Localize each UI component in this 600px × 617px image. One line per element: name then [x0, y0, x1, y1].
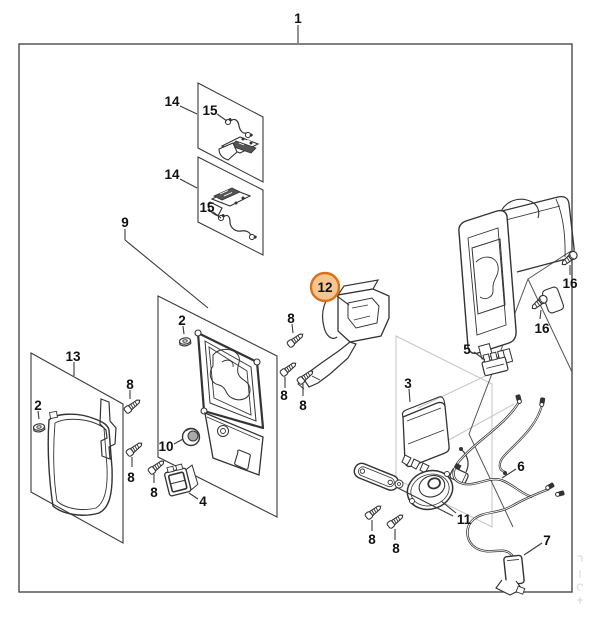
callout-8: 8: [392, 541, 400, 556]
leader-line: [523, 542, 543, 556]
callout-14: 14: [164, 94, 180, 109]
callout-13: 13: [65, 349, 81, 364]
callout-12[interactable]: 12: [317, 280, 332, 295]
callout-8: 8: [299, 398, 307, 413]
callout-10: 10: [158, 439, 173, 454]
highlighted-callout-marker-12[interactable]: [309, 271, 341, 303]
callout-8: 8: [126, 377, 134, 392]
screw-icon: [122, 396, 143, 415]
leader-line: [473, 351, 486, 361]
part-contact-wire-15a: [223, 117, 254, 140]
panel-9: [157, 295, 278, 518]
part-switch-4: [164, 463, 199, 497]
leader-line: [37, 410, 40, 420]
panel-13: [30, 352, 124, 544]
part-module-3: [401, 396, 450, 474]
callout-3: 3: [404, 376, 412, 391]
screw-icon: [385, 511, 406, 530]
nuts-2: [32, 336, 192, 434]
leader-lines: [37, 25, 571, 556]
part-contact-assembly-14a: [218, 136, 260, 161]
leader-line: [179, 105, 198, 115]
part-housing-frame-9: [194, 329, 265, 476]
part-knob-10: [181, 427, 201, 447]
callout-2: 2: [34, 398, 42, 413]
callout-7: 7: [543, 533, 551, 548]
leader-line: [395, 486, 454, 517]
screws-8: [122, 330, 406, 530]
callout-8: 8: [150, 485, 158, 500]
sub-assembly-panels: [30, 82, 278, 544]
screw-icon: [146, 457, 167, 476]
screw-icon: [363, 502, 384, 521]
leader-line: [336, 295, 350, 306]
leader-line: [179, 178, 198, 189]
nut-icon: [178, 336, 192, 348]
leader-line: [182, 325, 185, 335]
leader-line: [173, 438, 184, 445]
leader-line: [501, 468, 517, 479]
callout-1: 1: [294, 11, 302, 26]
part-motor-housing: [458, 196, 575, 365]
callout-9: 9: [121, 215, 129, 230]
leader-line: [440, 500, 457, 514]
callout-4: 4: [199, 494, 207, 509]
callout-8: 8: [280, 388, 288, 403]
callout-15: 15: [199, 200, 215, 215]
callout-16: 16: [562, 276, 578, 291]
callout-16: 16: [534, 321, 550, 336]
leader-line: [216, 113, 228, 122]
assembly-boundary-box: [18, 43, 573, 593]
callout-8: 8: [127, 470, 135, 485]
callout-5: 5: [463, 342, 471, 357]
part-harness-7: [466, 482, 565, 596]
screw-icon: [285, 330, 306, 349]
watermark-marks: [576, 555, 584, 604]
leader-line: [188, 492, 199, 500]
leader-line: [291, 323, 294, 334]
callout-6: 6: [517, 459, 525, 474]
leader-line: [539, 309, 542, 320]
part-harness-6: [452, 394, 546, 499]
leader-line: [124, 239, 209, 309]
screw-icon: [124, 439, 145, 458]
callout-8: 8: [368, 532, 376, 547]
leader-line: [408, 388, 411, 403]
callout-8: 8: [287, 311, 295, 326]
part-cover-13: [47, 398, 117, 516]
part-contact-wire-15b: [216, 213, 258, 242]
screw-icon: [278, 359, 299, 378]
part-bracket-12: [297, 279, 390, 390]
callout-2: 2: [178, 313, 186, 328]
callout-11: 11: [457, 512, 472, 527]
callout-15: 15: [202, 103, 218, 118]
screw-icon: [529, 293, 550, 313]
leader-line: [212, 211, 222, 219]
panel-14a: [197, 82, 264, 183]
nut-icon: [32, 422, 46, 434]
callout-14: 14: [164, 167, 180, 182]
panel-14b: [197, 156, 264, 256]
